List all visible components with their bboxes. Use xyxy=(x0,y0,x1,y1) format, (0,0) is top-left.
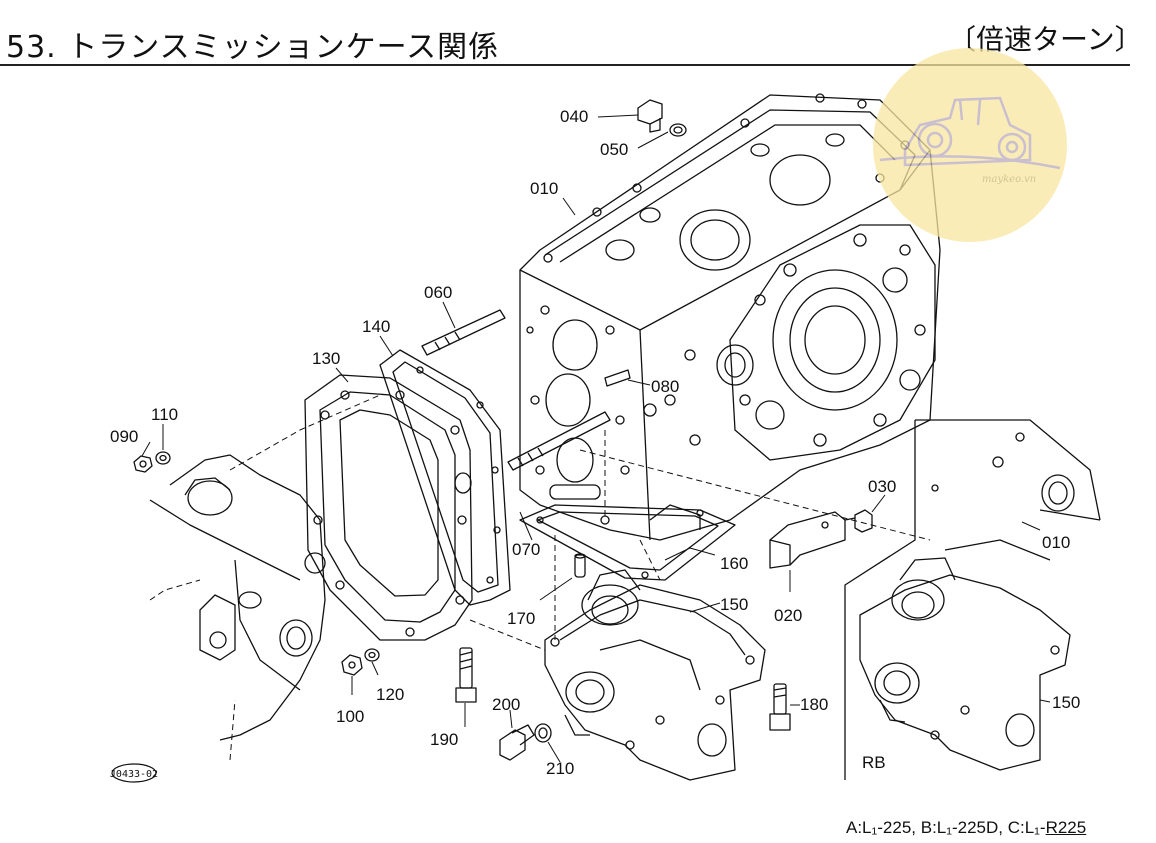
cover-130 xyxy=(304,374,473,641)
dowel-pin-080 xyxy=(604,369,631,387)
bracket-020 xyxy=(769,511,846,569)
washer-110 xyxy=(155,451,171,465)
callout-030: 030 xyxy=(868,477,896,496)
rb-variant-inset xyxy=(844,419,1101,780)
drawing-code: J0433-02 xyxy=(110,769,158,780)
leader-lines xyxy=(141,114,1051,763)
watermark-text: maykeo.vn xyxy=(982,174,1036,185)
callout-040: 040 xyxy=(560,107,588,126)
model-applicability: A:L₁-225, B:L₁-225D, C:L₁-R225 xyxy=(846,818,1086,838)
gasket-140 xyxy=(379,349,511,606)
callout-070: 070 xyxy=(512,540,540,559)
washer-120 xyxy=(364,648,380,662)
callout-140: 140 xyxy=(362,317,390,336)
callout-110: 110 xyxy=(151,405,178,424)
washer-210 xyxy=(534,723,552,743)
callout-100: 100 xyxy=(336,707,364,726)
callout-120: 120 xyxy=(376,685,404,704)
callout-050: 050 xyxy=(600,140,628,159)
callout-210: 210 xyxy=(546,759,574,778)
callout-060: 060 xyxy=(424,283,452,302)
model-underlined: R225 xyxy=(1045,818,1087,837)
callout-labels: 040 050 010 060 140 130 080 110 090 030 010 070 160 0… xyxy=(110,107,1080,778)
callout-010: 010 xyxy=(1042,533,1070,552)
nut-100 xyxy=(341,654,363,676)
callout-200: 200 xyxy=(492,695,520,714)
callout-150: 150 xyxy=(720,595,748,614)
callout-180: 180 xyxy=(800,695,828,714)
variant-label: RB xyxy=(862,753,886,772)
callout-190: 190 xyxy=(430,730,458,749)
drawing-code-stamp: J0433-02 xyxy=(110,763,158,783)
lower-housing-150 xyxy=(544,569,766,781)
callout-130: 130 xyxy=(312,349,340,368)
bolt-030 xyxy=(844,509,873,533)
washer-050 xyxy=(669,123,687,137)
bolt-190 xyxy=(455,647,477,703)
page-title: 53. トランスミッションケース関係 xyxy=(6,30,500,65)
callout-170: 170 xyxy=(507,609,535,628)
adjacent-housing-outline xyxy=(149,454,326,741)
plug-bolt-040 xyxy=(637,99,663,133)
callout-020: 020 xyxy=(774,606,802,625)
gasket-160 xyxy=(519,504,736,581)
callout-090: 090 xyxy=(110,427,138,446)
plug-200 xyxy=(499,724,535,761)
callout-010: 010 xyxy=(530,179,558,198)
pin-170 xyxy=(574,553,586,578)
title-underline xyxy=(0,64,1130,66)
bolt-180 xyxy=(769,683,791,731)
callout-160: 160 xyxy=(720,554,748,573)
nut-090 xyxy=(133,455,153,473)
callout-080: 080 xyxy=(651,377,679,396)
model-list: A:L₁-225, B:L₁-225D, C:L₁- xyxy=(846,818,1046,837)
stud-bolt-070 xyxy=(507,411,611,471)
stud-bolt-060 xyxy=(421,309,506,356)
callout-150: 150 xyxy=(1052,693,1080,712)
watermark-logo: maykeo.vn xyxy=(873,48,1067,242)
